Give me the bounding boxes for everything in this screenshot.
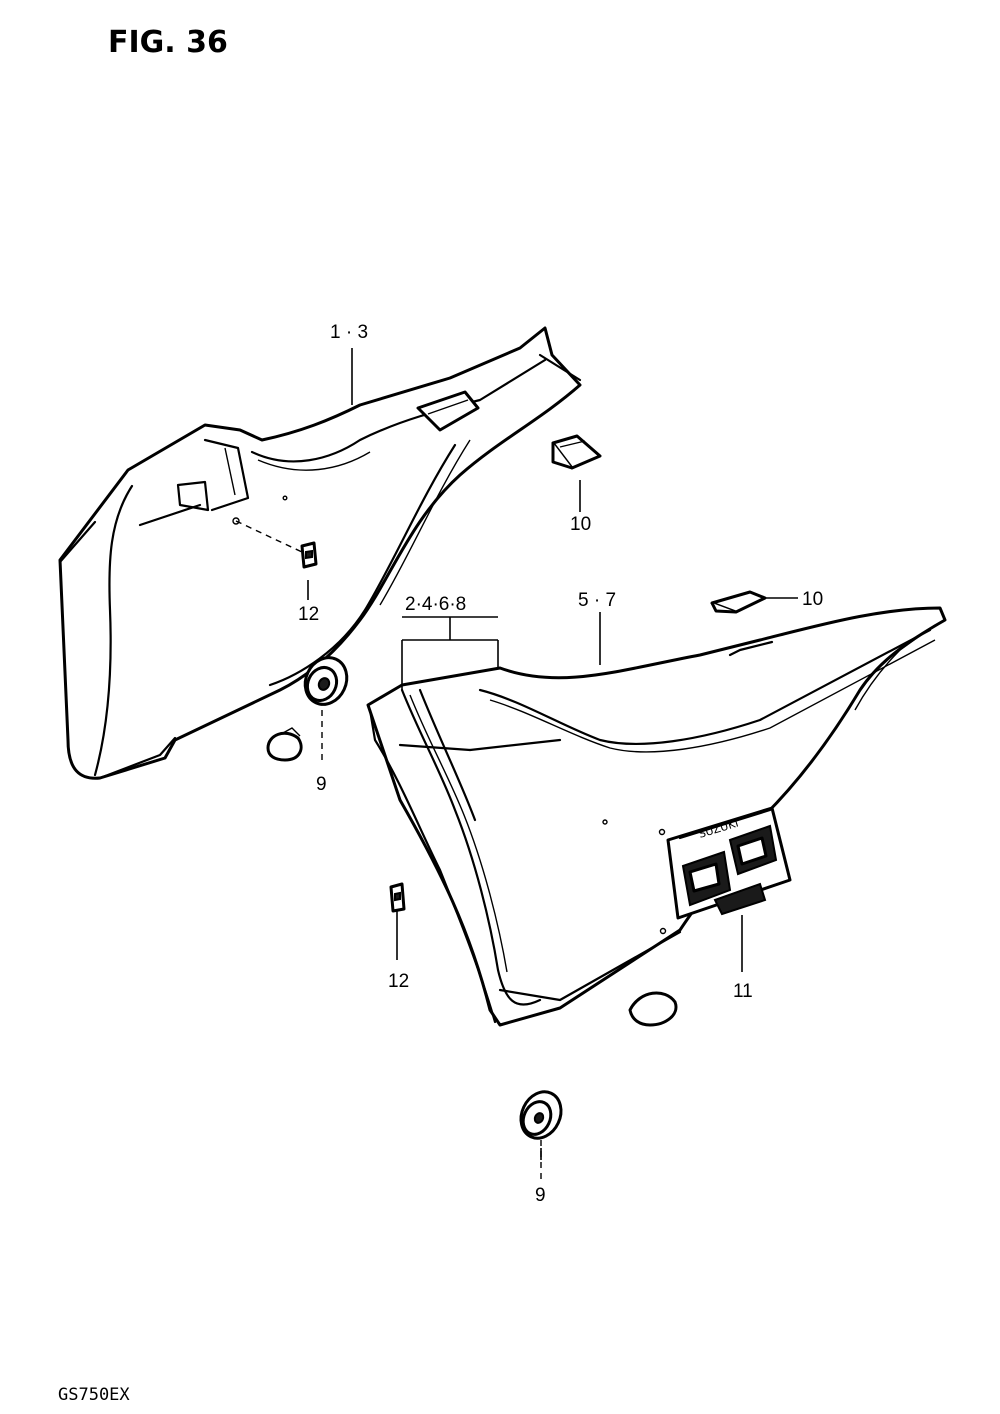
callout-labels: 1 · 3 10 12 2·4·6·8 5 · 7 10 9 12 11 9 bbox=[298, 322, 823, 1206]
leader-lines bbox=[235, 348, 798, 1180]
figure-title: FIG. 36 bbox=[108, 25, 228, 60]
callout-10-right: 10 bbox=[802, 589, 823, 610]
left-frame-cover bbox=[58, 326, 582, 780]
callout-5-7: 5 · 7 bbox=[578, 590, 616, 611]
cushion-left-part-10 bbox=[551, 434, 602, 470]
callout-12-lower: 12 bbox=[388, 971, 409, 992]
callout-9-upper: 9 bbox=[316, 774, 327, 795]
clip-upper-part-12 bbox=[300, 541, 318, 569]
clip-lower-part-12 bbox=[389, 882, 406, 913]
cushion-right-part-10 bbox=[710, 590, 767, 614]
callout-9-lower: 9 bbox=[535, 1185, 546, 1206]
grommet-upper-part-9 bbox=[303, 656, 349, 706]
callout-1-3: 1 · 3 bbox=[330, 322, 368, 343]
callout-11: 11 bbox=[733, 981, 753, 1002]
model-code: GS750EX bbox=[58, 1385, 130, 1405]
callout-12-upper: 12 bbox=[298, 604, 319, 625]
grommet-lower-part-9 bbox=[519, 1090, 563, 1140]
right-frame-cover bbox=[366, 606, 947, 1027]
callout-2-4-6-8: 2·4·6·8 bbox=[405, 594, 466, 615]
callout-10-left: 10 bbox=[570, 514, 591, 535]
